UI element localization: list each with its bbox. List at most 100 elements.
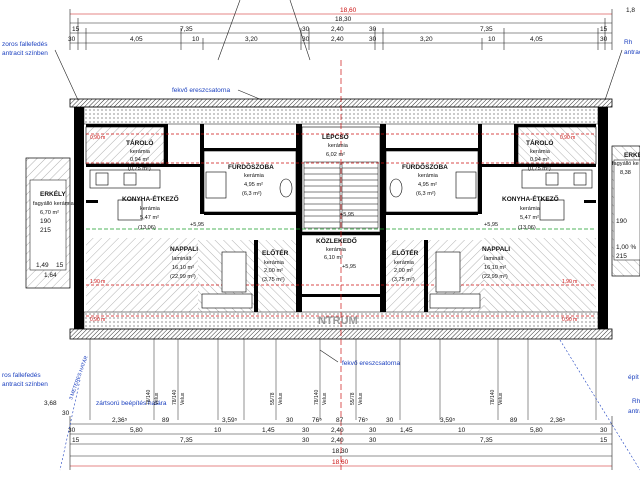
svg-text:78/140: 78/140 (146, 389, 152, 405)
svg-text:FÜRDŐSZOBA: FÜRDŐSZOBA (228, 162, 274, 171)
svg-text:kerámia: kerámia (328, 143, 349, 149)
svg-text:kerámia: kerámia (326, 247, 347, 253)
svg-text:laminált: laminált (484, 256, 504, 262)
svg-text:laminált: laminált (172, 256, 192, 262)
svg-text:(3,75 m²): (3,75 m²) (262, 277, 285, 283)
right-bottom-note2: antra (628, 408, 640, 415)
svg-text:7,35: 7,35 (480, 437, 493, 444)
svg-text:10: 10 (214, 427, 222, 434)
svg-text:KONYHA-ÉTKEZŐ: KONYHA-ÉTKEZŐ (122, 194, 179, 203)
red-line-label-4: 1,90 m (562, 279, 577, 285)
red-line-label-5: 0,90 m (90, 317, 105, 323)
svg-text:30: 30 (369, 427, 377, 434)
svg-text:2,00 m²: 2,00 m² (264, 268, 283, 274)
right-bottom-note: Rh (632, 398, 640, 405)
svg-text:4,95 m²: 4,95 m² (244, 182, 263, 188)
svg-text:1,45: 1,45 (262, 427, 275, 434)
svg-text:2,40: 2,40 (331, 427, 344, 434)
top-left-note2: antracit színben (2, 50, 48, 57)
bottom-dims-row3: 15 7,35 30 2,40 30 7,35 15 (72, 437, 608, 444)
right-top-note2: antrac (624, 49, 640, 56)
svg-text:3,20: 3,20 (245, 36, 258, 43)
svg-text:15: 15 (72, 26, 80, 33)
window-leaders (89, 339, 597, 420)
svg-text:1,49: 1,49 (36, 262, 49, 269)
svg-text:ERKÉ: ERKÉ (624, 150, 640, 159)
svg-text:76⁵: 76⁵ (312, 417, 322, 424)
bottom-dims-row1: 2,36⁵ 89 3,59⁵ 30 76⁵ 87 76⁵ 30 3,59⁵ 89… (112, 417, 566, 424)
svg-text:15: 15 (600, 26, 608, 33)
gutter-top-label: fekvő ereszcsatorna (172, 87, 231, 94)
svg-text:30: 30 (302, 26, 310, 33)
epit-label: épít (628, 374, 639, 381)
svg-text:2,36⁵: 2,36⁵ (550, 417, 566, 424)
meter-label: 3 METERES HATÁR (67, 354, 90, 400)
svg-text:2,40: 2,40 (331, 26, 344, 33)
svg-text:5,80: 5,80 (530, 427, 543, 434)
svg-text:30: 30 (62, 410, 70, 417)
window-sizes: 78/140 78/140 55/78 78/140 55/78 78/140 (146, 389, 496, 405)
svg-text:30: 30 (68, 427, 76, 434)
svg-text:78/140: 78/140 (314, 389, 320, 405)
svg-text:30: 30 (386, 417, 394, 424)
svg-text:16,10 m²: 16,10 m² (172, 265, 194, 271)
svg-text:(3,75 m²): (3,75 m²) (392, 277, 415, 283)
svg-text:+5,95: +5,95 (342, 264, 356, 270)
svg-text:kerámia: kerámia (244, 173, 265, 179)
svg-text:(6,3 m²): (6,3 m²) (416, 191, 436, 197)
svg-text:30: 30 (302, 427, 310, 434)
svg-text:7,35: 7,35 (480, 26, 493, 33)
svg-text:(0,75 m²): (0,75 m²) (528, 166, 551, 172)
red-line-label-6: 0,90 m (562, 317, 577, 323)
interior-walls (86, 124, 596, 312)
svg-text:4,05: 4,05 (530, 36, 543, 43)
svg-text:fagyálló kerámia: fagyálló kerámia (33, 201, 75, 207)
svg-text:4,95 m²: 4,95 m² (418, 182, 437, 188)
svg-text:+5,95: +5,95 (190, 222, 204, 228)
svg-text:kerámia: kerámia (130, 149, 151, 155)
svg-text:6,10 m²: 6,10 m² (324, 255, 343, 261)
svg-text:TÁROLÓ: TÁROLÓ (126, 138, 153, 147)
svg-text:76⁵: 76⁵ (358, 417, 368, 424)
svg-text:Velux: Velux (154, 392, 160, 405)
svg-text:+5,95: +5,95 (340, 212, 354, 218)
svg-text:Velux: Velux (322, 392, 328, 405)
bottom-total-red: 18,60 (332, 459, 349, 466)
svg-text:NAPPALI: NAPPALI (482, 246, 510, 253)
svg-text:kerámia: kerámia (264, 260, 285, 266)
svg-text:KÖZLEKEDŐ: KÖZLEKEDŐ (316, 236, 357, 245)
svg-text:FÜRDŐSZOBA: FÜRDŐSZOBA (402, 162, 448, 171)
red-line-label-1: 0,90 m (90, 135, 105, 141)
svg-text:LÉPCSŐ: LÉPCSŐ (322, 132, 349, 141)
site-boundary-lines (59, 0, 640, 471)
height-reference-lines (86, 60, 596, 470)
svg-text:(22,99 m²): (22,99 m²) (482, 274, 508, 280)
svg-text:6,70 m²: 6,70 m² (40, 210, 59, 216)
svg-text:5,47 m²: 5,47 m² (140, 215, 159, 221)
level-marks: +5,95 +5,95 +5,95 +5,95 (190, 212, 498, 270)
svg-text:215: 215 (616, 253, 627, 260)
svg-text:5,80: 5,80 (130, 427, 143, 434)
svg-text:TÁROLÓ: TÁROLÓ (526, 138, 553, 147)
svg-text:15: 15 (56, 262, 64, 269)
svg-text:215: 215 (40, 227, 51, 234)
svg-text:190: 190 (40, 218, 51, 225)
roof-slope-hatching (86, 124, 596, 312)
svg-text:0,94 m²: 0,94 m² (530, 157, 549, 163)
svg-text:(0,75 m²): (0,75 m²) (128, 166, 151, 172)
svg-text:55/78: 55/78 (270, 392, 276, 405)
svg-text:8,38: 8,38 (620, 170, 631, 176)
skylight-labels: Velux Velux Velux Velux Velux Velux (154, 392, 504, 405)
svg-text:kerámia: kerámia (530, 149, 551, 155)
top-dims-row3: 30 4,05 10 3,20 30 2,40 30 3,20 10 4,05 … (68, 36, 608, 43)
top-dimension-lines (69, 9, 613, 50)
gutter-bottom-label: fekvő ereszcsatorna (342, 360, 401, 367)
bottom-dimension-lines (69, 416, 613, 470)
balcony-right (611, 145, 640, 277)
svg-text:2,40: 2,40 (331, 437, 344, 444)
room-labels-center: LÉPCSŐ kerámia 6,02 m² KÖZLEKEDŐ kerámia… (316, 132, 357, 261)
svg-text:+5,95: +5,95 (484, 222, 498, 228)
svg-text:1,45: 1,45 (400, 427, 413, 434)
svg-text:55/78: 55/78 (350, 392, 356, 405)
